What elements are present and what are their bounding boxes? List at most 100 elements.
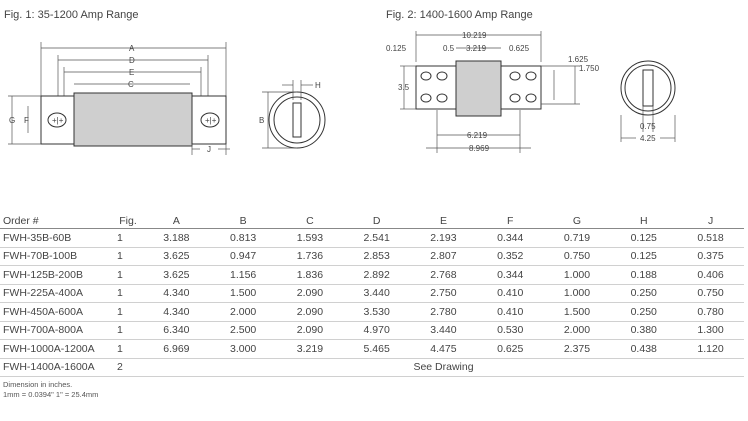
table-cell: 1 — [113, 284, 143, 303]
table-cell: 1.500 — [209, 284, 277, 303]
dim2-overall: 10.219 — [462, 31, 487, 40]
fig2-title: Fig. 2: 1400-1600 Amp Range — [386, 9, 533, 21]
dim-g-label: G — [9, 116, 15, 125]
table-cell: 1 — [113, 302, 143, 322]
table-cell: 0.438 — [610, 339, 678, 359]
table-cell: 0.250 — [610, 302, 678, 322]
svg-text:+|+: +|+ — [205, 116, 217, 125]
table-cell: 1.836 — [276, 265, 344, 285]
table-cell: 6.969 — [143, 339, 210, 359]
fig1-side-view: A D E C +|+ +|+ G F J — [8, 42, 230, 155]
table-cell: 2.000 — [543, 321, 611, 340]
dim-c-label: C — [128, 80, 134, 89]
dim-e-label: E — [129, 68, 134, 77]
col-c: C — [276, 213, 344, 229]
col-f: F — [476, 213, 544, 229]
col-g: G — [543, 213, 611, 229]
table-cell: 4.340 — [143, 302, 210, 322]
table-cell: 2.750 — [410, 284, 477, 303]
fig2-side-view: 10.219 0.125 0.5 3.219 0.625 3.5 1.625 1… — [386, 31, 600, 153]
dim2-body-len: 6.219 — [467, 131, 488, 140]
table-cell: 0.188 — [610, 265, 678, 285]
table-cell: 0.518 — [677, 228, 744, 248]
col-fig: Fig. — [113, 213, 143, 229]
table-cell: See Drawing — [143, 358, 744, 377]
table-cell: 1 — [113, 339, 143, 359]
table-cell: 4.970 — [343, 321, 411, 340]
table-cell: 2.853 — [343, 247, 411, 266]
col-e: E — [410, 213, 477, 229]
table-cell: 4.340 — [143, 284, 210, 303]
svg-text:+|+: +|+ — [52, 116, 64, 125]
col-j: J — [677, 213, 744, 229]
table-cell: 1 — [113, 265, 143, 285]
col-a: A — [143, 213, 210, 229]
table-cell: 0.750 — [677, 284, 744, 303]
table-cell: 1.000 — [543, 265, 611, 285]
table-cell: 1 — [113, 247, 143, 266]
table-cell: 1.593 — [276, 228, 344, 248]
fig1-title: Fig. 1: 35-1200 Amp Range — [4, 9, 139, 21]
table-cell: 0.410 — [476, 302, 544, 322]
table-cell: 0.780 — [677, 302, 744, 322]
table-cell: 0.750 — [543, 247, 611, 266]
table-cell: 3.530 — [343, 302, 411, 322]
table-cell: FWH-450A-600A — [0, 302, 113, 322]
dim2-mid: 3.219 — [466, 44, 487, 53]
table-cell: 0.380 — [610, 321, 678, 340]
table-cell: 1.736 — [276, 247, 344, 266]
table-cell: 2.193 — [410, 228, 477, 248]
table-cell: FWH-225A-400A — [0, 284, 113, 303]
table-cell: 1.156 — [209, 265, 277, 285]
dim-f-label: F — [24, 116, 29, 125]
table-cell: 1.300 — [677, 321, 744, 340]
table-cell: 2.090 — [276, 284, 344, 303]
dim2-end-d: 4.25 — [640, 134, 656, 143]
table-cell: 2.780 — [410, 302, 477, 322]
table-cell: 2.892 — [343, 265, 411, 285]
dimension-table: Order # Fig. A B C D E F G H J FWH-35B-6… — [0, 213, 744, 377]
table-cell: 4.475 — [410, 339, 477, 359]
table-cell: FWH-125B-200B — [0, 265, 113, 285]
table-cell: 1 — [113, 321, 143, 340]
col-d: D — [343, 213, 411, 229]
table-cell: 0.947 — [209, 247, 277, 266]
table-cell: FWH-70B-100B — [0, 247, 113, 266]
notes: Dimension in inches. 1mm = 0.0394" 1" = … — [3, 380, 98, 400]
dim-d-label: D — [129, 56, 135, 65]
dim2-left-tab: 0.125 — [386, 44, 407, 53]
table-cell: FWH-1400A-1600A — [0, 358, 113, 377]
table-cell: 0.410 — [476, 284, 544, 303]
table-cell: 1 — [113, 228, 143, 248]
table-cell: 3.000 — [209, 339, 277, 359]
fig2-end-view: 0.75 4.25 — [620, 60, 676, 143]
table-cell: 0.375 — [677, 247, 744, 266]
col-h: H — [610, 213, 678, 229]
table-cell: 2.090 — [276, 321, 344, 340]
table-cell: 0.250 — [610, 284, 678, 303]
note-units: Dimension in inches. — [3, 380, 73, 389]
table-cell: 0.125 — [610, 247, 678, 266]
table-cell: 1.500 — [543, 302, 611, 322]
table-cell: 0.352 — [476, 247, 544, 266]
dim2-end-w: 0.75 — [640, 122, 656, 131]
col-order: Order # — [0, 213, 113, 229]
table-cell: FWH-35B-60B — [0, 228, 113, 248]
table-cell: 2.807 — [410, 247, 477, 266]
table-cell: FWH-700A-800A — [0, 321, 113, 340]
table-cell: 0.625 — [476, 339, 544, 359]
table-cell: 3.188 — [143, 228, 210, 248]
table-cell: 0.344 — [476, 228, 544, 248]
technical-drawings: A D E C +|+ +|+ G F J — [8, 31, 676, 155]
table-cell: 1.000 — [543, 284, 611, 303]
note-conversion: 1mm = 0.0394" 1" = 25.4mm — [3, 390, 99, 399]
table-cell: 3.440 — [343, 284, 411, 303]
table-cell: 2.500 — [209, 321, 277, 340]
